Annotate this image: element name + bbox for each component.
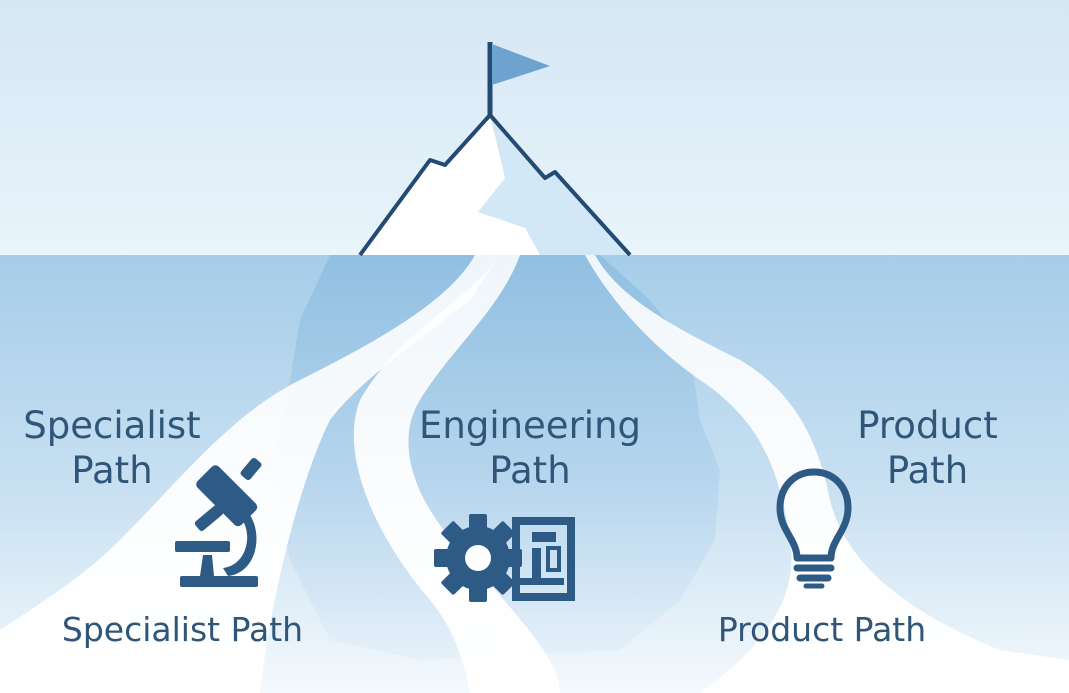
engineering-path-title: Engineering Path xyxy=(415,403,645,493)
gear-blueprint-icon xyxy=(434,514,575,602)
lightbulb-icon xyxy=(776,468,852,589)
engineering-title-line2: Path xyxy=(489,449,571,493)
specialist-path-caption: Specialist Path xyxy=(61,610,304,649)
product-stream xyxy=(585,255,1069,693)
engineering-stream xyxy=(353,255,560,693)
specialist-title-line1: Specialist xyxy=(23,404,201,447)
iceberg-peak-shade xyxy=(478,115,630,255)
product-path-caption: Product Path xyxy=(717,610,927,649)
product-title-line1: Product xyxy=(857,404,998,447)
microscope-icon xyxy=(175,457,262,587)
product-path-title: Product Path xyxy=(830,403,1025,493)
product-title-line2: Path xyxy=(886,449,969,493)
flag-icon xyxy=(487,42,550,115)
specialist-title-line2: Path xyxy=(71,449,153,493)
specialist-path-title: Specialist Path xyxy=(12,403,212,493)
engineering-title-line1: Engineering xyxy=(419,404,641,447)
